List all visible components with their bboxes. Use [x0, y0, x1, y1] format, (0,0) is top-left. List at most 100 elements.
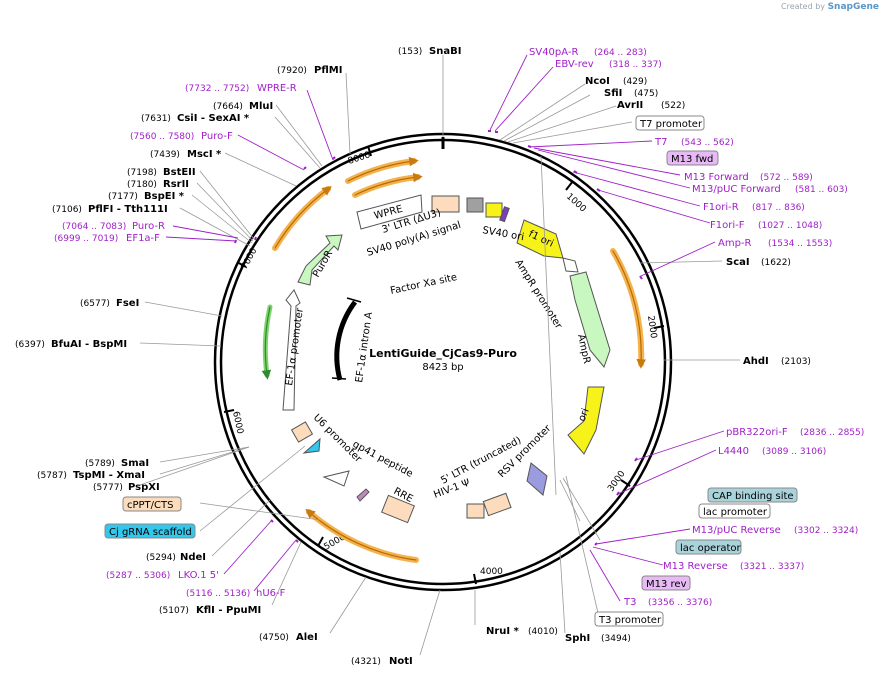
- enzyme-name: PflMI: [314, 65, 342, 76]
- ampr-promoter-label: AmpR promoter: [512, 258, 564, 332]
- feature-arc-outline: [274, 186, 332, 249]
- tick-label: 4000: [480, 567, 503, 577]
- primer-range: (3321 .. 3337): [740, 562, 804, 572]
- enzyme-position: (6577): [80, 299, 110, 309]
- enzyme-position: (1622): [761, 258, 791, 268]
- enzyme-name: BspEI *: [144, 191, 185, 202]
- primer-range: (264 .. 283): [594, 48, 647, 58]
- enzyme-position: (7439): [150, 150, 180, 160]
- plasmid-name: LentiGuide_CjCas9-Puro: [369, 347, 517, 360]
- enzyme-position: (7177): [108, 192, 138, 202]
- primer-lines: [165, 54, 725, 602]
- tick-mark: [565, 180, 574, 191]
- enzyme-name: ScaI: [726, 257, 750, 268]
- enzyme-position: (7106): [52, 205, 82, 215]
- primer-range: (572 .. 589): [760, 173, 813, 183]
- primer-name: Puro-R: [132, 221, 165, 232]
- enzyme-position: (429): [623, 77, 647, 87]
- purple-marker: [499, 206, 510, 223]
- feature-arc-outline: [261, 306, 272, 380]
- primer-name: M13 Forward: [684, 172, 749, 183]
- ampr-promoter-arrow: [562, 257, 579, 273]
- wpre-arrow: [356, 194, 423, 230]
- f1-ori-arrow: [516, 219, 564, 259]
- primer-name: M13/pUC Reverse: [692, 525, 781, 536]
- ampr-arrow: [569, 271, 611, 369]
- enzyme-position: (5107): [159, 606, 189, 616]
- enzyme-name: BstEII: [163, 167, 196, 178]
- u6-promoter-arrow: [322, 470, 350, 487]
- cj-grna-scaffold-label: Cj gRNA scaffold: [109, 527, 192, 538]
- enzyme-name: SphI: [565, 633, 590, 644]
- primer-name: pBR322ori-F: [726, 427, 788, 438]
- enzyme-name: NdeI: [180, 552, 206, 563]
- scaffold-arrow: [302, 437, 321, 454]
- enzyme-position: (2103): [781, 357, 811, 367]
- enzyme-name: AhdI: [743, 356, 769, 367]
- tick-mark: [473, 573, 477, 585]
- primer-name: SV40pA-R: [529, 47, 578, 58]
- enzyme-name: BfuAI - BspMI: [51, 339, 127, 350]
- primer-range: (1534 .. 1553): [768, 239, 832, 249]
- primer-range: (5116 .. 5136): [186, 589, 250, 599]
- enzyme-name: CsiI - SexAI *: [177, 113, 250, 124]
- t7-promoter-label: T7 promoter: [639, 119, 703, 130]
- ef1a-intron-arc: [334, 300, 358, 381]
- enzyme-position: (6397): [15, 340, 45, 350]
- primer-ticks: [234, 130, 643, 546]
- primer-range: (7560 .. 7580): [130, 132, 194, 142]
- enzyme-labels: (153) SnaBI NcoI (429) SfiI (475) AvrII …: [15, 46, 811, 667]
- primer-range: (2836 .. 2855): [800, 428, 864, 438]
- primer-range: (3356 .. 3376): [648, 598, 712, 608]
- enzyme-name: MluI: [249, 101, 273, 112]
- enzyme-name: PspXI: [128, 482, 160, 493]
- primer-name: Amp-R: [718, 238, 752, 249]
- enzyme-name: NcoI: [585, 76, 610, 87]
- primer-name: EBV-rev: [555, 59, 594, 70]
- primer-name: EF1a-F: [126, 233, 160, 244]
- primer-range: (1027 .. 1048): [758, 221, 822, 231]
- gp41-marker: [356, 488, 370, 502]
- enzyme-position: (4010): [528, 627, 558, 637]
- enzyme-name: AvrII: [617, 100, 643, 111]
- enzyme-name: PflFI - Tth111I: [88, 204, 168, 215]
- enzyme-position: (7198): [127, 168, 157, 178]
- tick-label: 1000: [564, 192, 588, 215]
- cppt-cts-label: cPPT/CTS: [127, 500, 173, 511]
- primer-name: LKO.1 5': [178, 570, 219, 581]
- factor-xa-label: Factor Xa site: [389, 272, 458, 297]
- enzyme-position: (7180): [127, 180, 157, 190]
- tick-mark: [620, 479, 631, 487]
- tick-mark: [367, 145, 372, 157]
- primer-range: (3302 .. 3324): [794, 526, 858, 536]
- enzyme-name: TspMI - XmaI: [73, 470, 145, 481]
- primer-range: (6999 .. 7019): [54, 234, 118, 244]
- primer-range: (581 .. 603): [795, 185, 848, 195]
- ltr5-box: [482, 492, 512, 517]
- credit-prefix: Created by: [781, 2, 826, 11]
- tick-label: 7000: [240, 246, 260, 271]
- primer-name: Puro-F: [201, 131, 233, 142]
- m13-rev-label: M13 rev: [646, 579, 687, 590]
- sv40-ori-label: SV40 ori: [481, 225, 524, 243]
- primer-range: (318 .. 337): [609, 60, 662, 70]
- leader-lines: [139, 55, 740, 656]
- hiv-psi-box: [466, 503, 485, 519]
- snapgene-credit: Created by SnapGene: [781, 2, 879, 12]
- enzyme-name: KflI - PpuMI: [196, 605, 261, 616]
- primer-name: WPRE-R: [257, 83, 297, 94]
- inner-features: [282, 194, 611, 524]
- tick-mark: [653, 325, 665, 329]
- primer-name: hU6-F: [256, 588, 286, 599]
- ori-arrow: [567, 386, 605, 455]
- ltr3-box: [431, 195, 460, 213]
- enzyme-name: MscI *: [187, 149, 222, 160]
- m13-fwd-label: M13 fwd: [671, 154, 713, 165]
- enzyme-position: (475): [634, 89, 658, 99]
- enzyme-name: SmaI: [121, 458, 149, 469]
- ef1a-promoter-arrow: [282, 289, 301, 411]
- sv40-ori-box: [485, 202, 503, 218]
- primer-name: M13/pUC Forward: [692, 184, 781, 195]
- primer-range: (7732 .. 7752): [185, 84, 249, 94]
- primer-range: (5287 .. 5306): [106, 571, 170, 581]
